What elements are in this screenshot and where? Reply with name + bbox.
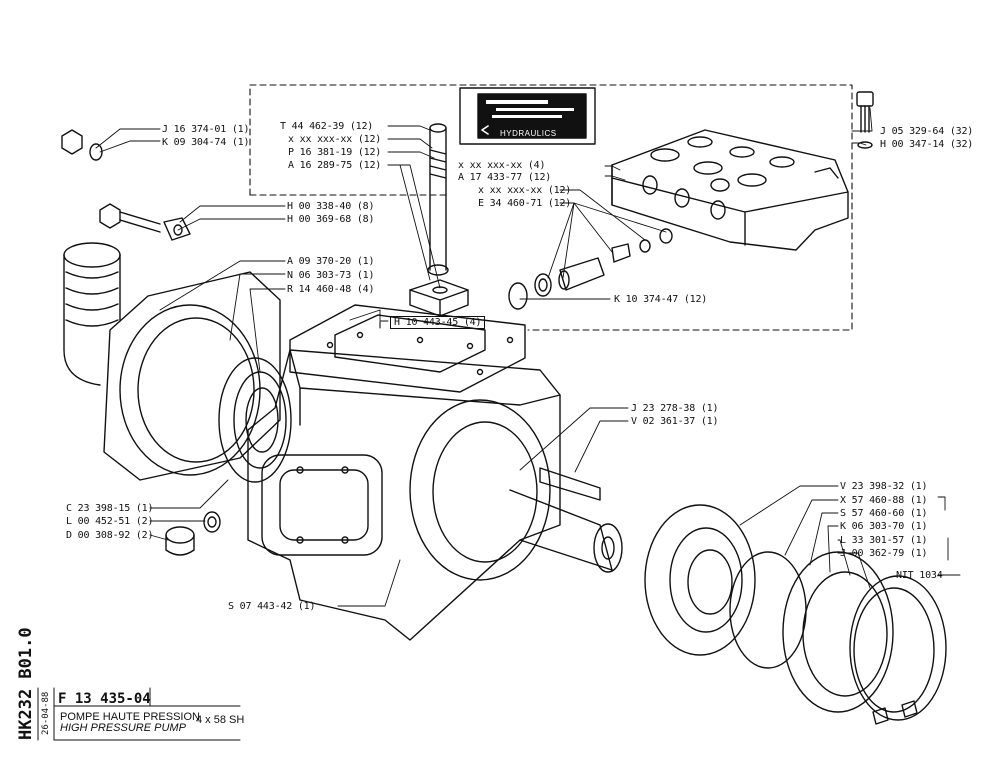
drain-plug [165, 511, 221, 556]
label-k10374: K 10 374-47 (12) [614, 294, 708, 305]
label-h00338: H 00 338-40 (8) [287, 201, 375, 212]
sheet-number: HK232 B01.0 [16, 627, 36, 740]
rear-bearing [644, 504, 756, 656]
pump-body [247, 349, 561, 641]
label-t44462: T 44 462-39 (12) [280, 121, 374, 132]
label-l00452: L 00 452-51 (2) [66, 516, 154, 527]
document-code: F 13 435-04 [58, 691, 151, 707]
flange-bolt [99, 203, 191, 241]
label-xx12b: x xx xxx-xx (12) [478, 185, 572, 196]
label-j23278: J 23 278-38 (1) [631, 403, 719, 414]
title-block-frame [37, 687, 241, 741]
bleed-screw [61, 129, 103, 161]
retaining-rings [729, 551, 947, 725]
plate-text: HYDRAULICS [500, 129, 557, 138]
label-x57460: X 57 460-88 (1) [840, 495, 928, 506]
label-e34460: E 34 460-71 (12) [478, 198, 572, 209]
valve-block [611, 129, 849, 251]
label-j05329: J 05 329-64 (32) [880, 126, 974, 137]
title-french: POMPE HAUTE PRESSION [60, 711, 200, 723]
label-h10443: H 10 443-45 (4) [390, 316, 486, 329]
hydraulics-plate [459, 87, 596, 145]
cap-screw [856, 91, 874, 149]
inlet-flange [103, 271, 281, 481]
label-p16381: P 16 381-19 (12) [288, 147, 382, 158]
label-r14460: R 14 460-48 (4) [287, 284, 375, 295]
label-s57460: S 57 460-60 (1) [840, 508, 928, 519]
label-nit: NIT 1034 [896, 570, 943, 581]
inlet-elbow [63, 242, 121, 386]
label-h00369: H 00 369-68 (8) [287, 214, 375, 225]
label-v23398: V 23 398-32 (1) [840, 481, 928, 492]
label-xx4: x xx xxx-xx (4) [458, 160, 546, 171]
label-h00347: H 00 347-14 (32) [880, 139, 974, 150]
label-a16289: A 16 289-75 (12) [288, 160, 382, 171]
label-j00362: J 00 362-79 (1) [840, 548, 928, 559]
label-n06303: N 06 303-73 (1) [287, 270, 375, 281]
subassembly-boundary [249, 84, 853, 331]
drive-shaft [509, 467, 623, 573]
label-c23398: C 23 398-15 (1) [66, 503, 154, 514]
title-english: HIGH PRESSURE PUMP [60, 722, 186, 734]
document-date: 26-04-88 [41, 691, 51, 735]
leader-lines [95, 107, 961, 607]
label-a17433: A 17 433-77 (12) [458, 172, 552, 183]
label-l33301: L 33 301-57 (1) [840, 535, 928, 546]
label-d00308: D 00 308-92 (2) [66, 530, 154, 541]
label-v02361: V 02 361-37 (1) [631, 416, 719, 427]
pump-size: 4 x 58 SH [196, 714, 245, 726]
label-k09304: K 09 304-74 (1) [162, 137, 250, 148]
label-k06303: K 06 303-70 (1) [840, 521, 928, 532]
top-gasket [289, 304, 526, 393]
plunger-assembly [409, 123, 469, 317]
label-a09370: A 09 370-20 (1) [287, 256, 375, 267]
label-j16374: J 16 374-01 (1) [162, 124, 250, 135]
label-s07443: S 07 443-42 (1) [228, 601, 316, 612]
label-xx12a: x xx xxx-xx (12) [288, 134, 382, 145]
